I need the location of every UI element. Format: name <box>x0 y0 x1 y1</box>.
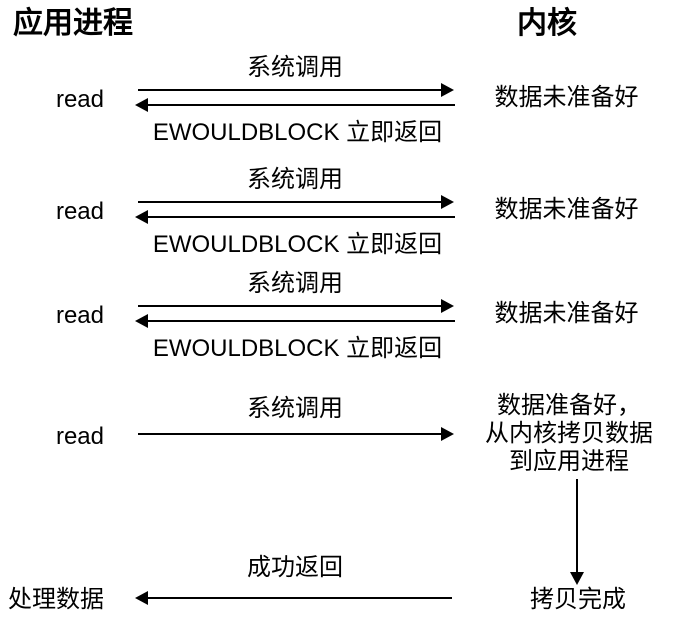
syscall-arrow <box>138 299 454 313</box>
syscall-arrow <box>138 195 454 209</box>
read-call-label: read <box>55 302 105 329</box>
app-process-header: 应用进程 <box>13 7 133 40</box>
success-return-arrow <box>135 591 452 605</box>
read-call-label: read <box>55 198 105 225</box>
ewouldblock-label: EWOULDBLOCK 立即返回 <box>152 119 443 146</box>
final-call-round: 系统调用 read <box>0 397 677 457</box>
kernel-state-label: 数据未准备好 <box>494 84 639 111</box>
ewouldblock-return-arrow <box>135 314 455 328</box>
ewouldblock-return-arrow <box>135 210 455 224</box>
data-ready-line-3: 到应用进程 <box>509 448 629 475</box>
syscall-label: 系统调用 <box>247 395 343 422</box>
polling-round-2: 系统调用 read EWOULDBLOCK 立即返回 数据未准备好 <box>0 168 677 280</box>
data-ready-line-1: 数据准备好， <box>497 392 641 419</box>
syscall-label: 系统调用 <box>247 166 343 193</box>
process-data-label: 处理数据 <box>8 586 104 613</box>
polling-round-3: 系统调用 read EWOULDBLOCK 立即返回 数据未准备好 <box>0 272 677 384</box>
kernel-state-label: 数据未准备好 <box>494 300 639 327</box>
data-ready-line-2: 从内核拷贝数据 <box>485 420 653 447</box>
syscall-label: 系统调用 <box>247 270 343 297</box>
kernel-header: 内核 <box>517 7 577 40</box>
ewouldblock-label: EWOULDBLOCK 立即返回 <box>152 231 443 258</box>
copy-progress-arrow <box>570 479 584 585</box>
read-call-label: read <box>55 423 105 450</box>
syscall-label: 系统调用 <box>247 54 343 81</box>
ewouldblock-label: EWOULDBLOCK 立即返回 <box>152 335 443 362</box>
syscall-arrow <box>138 427 454 441</box>
data-ready-label: 数据准备好， 从内核拷贝数据 到应用进程 <box>461 392 677 476</box>
syscall-arrow <box>138 83 454 97</box>
polling-round-1: 系统调用 read EWOULDBLOCK 立即返回 数据未准备好 <box>0 56 677 168</box>
copy-done-label: 拷贝完成 <box>530 586 626 613</box>
read-call-label: read <box>55 86 105 113</box>
success-return-label: 成功返回 <box>247 554 343 581</box>
ewouldblock-return-arrow <box>135 98 455 112</box>
kernel-state-label: 数据未准备好 <box>494 196 639 223</box>
